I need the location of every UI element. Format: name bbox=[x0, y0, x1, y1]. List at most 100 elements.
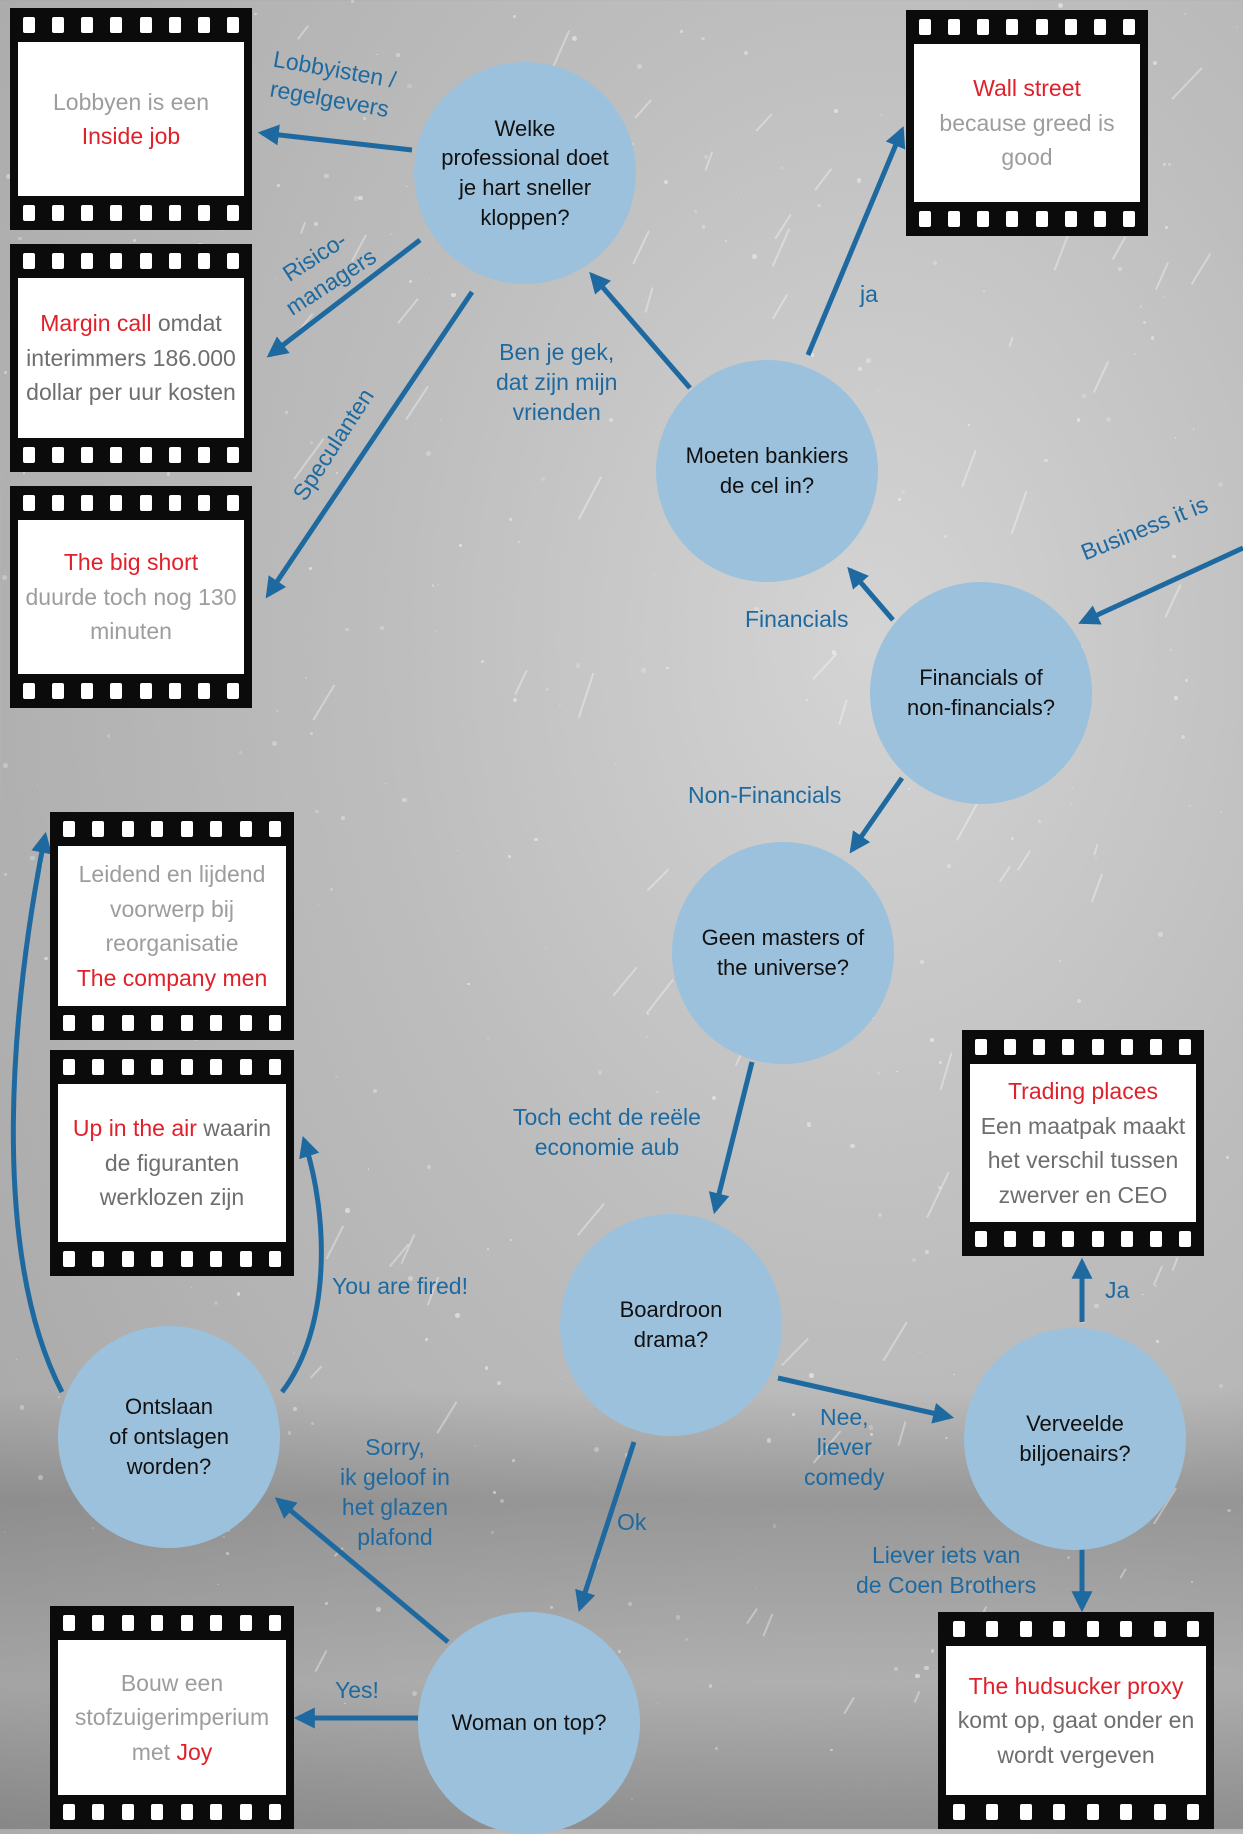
speckle bbox=[236, 1292, 241, 1296]
speckle bbox=[911, 1258, 916, 1263]
perforation-hole bbox=[1053, 1621, 1066, 1637]
speckle bbox=[1058, 3, 1063, 9]
perforation-hole bbox=[1153, 1621, 1166, 1637]
speckle bbox=[945, 1436, 948, 1440]
perforation-hole bbox=[227, 205, 240, 221]
speckle bbox=[345, 1208, 350, 1213]
perforation-hole bbox=[1091, 1231, 1104, 1247]
edge-label-ja-cap: Ja bbox=[1105, 1277, 1130, 1303]
perforation-hole bbox=[139, 683, 152, 699]
speckle bbox=[1142, 320, 1147, 325]
speckle bbox=[1158, 931, 1164, 937]
perforation-hole bbox=[198, 683, 211, 699]
film-perforation bbox=[962, 1030, 1204, 1064]
perforation-hole bbox=[22, 17, 35, 33]
perforation-hole bbox=[121, 821, 134, 837]
arrow-risico bbox=[266, 238, 422, 358]
speckle bbox=[1189, 804, 1192, 807]
speckle bbox=[324, 173, 329, 179]
perforation-hole bbox=[1062, 1231, 1075, 1247]
perforation-hole bbox=[139, 205, 152, 221]
perforation-hole bbox=[1064, 19, 1077, 35]
perforation-hole bbox=[1086, 1804, 1099, 1820]
speckle bbox=[925, 1249, 930, 1254]
speckle bbox=[1067, 1556, 1071, 1560]
speckle bbox=[930, 1649, 935, 1653]
film-perforation bbox=[10, 8, 252, 42]
edge-label-nee: Nee, liever comedy bbox=[804, 1404, 885, 1490]
speckle bbox=[287, 1431, 292, 1435]
speckle bbox=[806, 698, 809, 701]
perforation-hole bbox=[92, 1251, 105, 1267]
speckle bbox=[1164, 225, 1168, 229]
speckle bbox=[1218, 1383, 1224, 1389]
speckle bbox=[344, 1702, 346, 1705]
speckle bbox=[622, 1123, 627, 1128]
speckle bbox=[831, 650, 837, 655]
speckle bbox=[310, 441, 313, 444]
perforation-hole bbox=[918, 211, 931, 227]
speckle bbox=[866, 358, 872, 364]
speckle bbox=[1184, 12, 1187, 15]
perforation-hole bbox=[51, 253, 64, 269]
film-perforation bbox=[906, 202, 1148, 236]
speckle bbox=[466, 982, 470, 986]
speckle bbox=[389, 1284, 391, 1286]
perforation-hole bbox=[1153, 1804, 1166, 1820]
perforation-hole bbox=[92, 1804, 105, 1820]
node-woman-on-top: Woman on top? bbox=[418, 1612, 640, 1834]
perforation-hole bbox=[239, 1015, 252, 1031]
perforation-hole bbox=[1064, 211, 1077, 227]
speckle bbox=[982, 289, 985, 292]
speckle bbox=[15, 1358, 18, 1361]
speckle bbox=[1185, 679, 1188, 682]
speckle bbox=[712, 1095, 716, 1100]
node-moeten-bankiers: Moeten bankiers de cel in? bbox=[656, 360, 878, 582]
speckle bbox=[313, 221, 318, 226]
perforation-hole bbox=[1033, 1231, 1046, 1247]
perforation-hole bbox=[239, 1615, 252, 1631]
speckle bbox=[274, 278, 276, 280]
speckle bbox=[653, 573, 656, 575]
edge-label-ok: Ok bbox=[617, 1509, 647, 1535]
speckle bbox=[1227, 1508, 1231, 1513]
speckle bbox=[1029, 561, 1031, 563]
speckle bbox=[406, 83, 412, 89]
speckle bbox=[834, 108, 839, 113]
film-perforation bbox=[50, 812, 294, 846]
speckle bbox=[549, 1606, 553, 1610]
arrow-company-men bbox=[10, 831, 65, 1394]
speckle bbox=[646, 1036, 649, 1039]
speckle bbox=[540, 476, 545, 481]
perforation-hole bbox=[1120, 1231, 1133, 1247]
perforation-hole bbox=[22, 205, 35, 221]
arrow-sorry bbox=[274, 1497, 450, 1644]
speckle bbox=[534, 838, 538, 842]
speckle bbox=[571, 35, 577, 41]
edge-label-toch-echt: Toch echt de reële economie aub bbox=[513, 1104, 701, 1160]
perforation-hole bbox=[239, 1059, 252, 1075]
speckle bbox=[22, 471, 26, 475]
film-perforation bbox=[10, 196, 252, 230]
speckle bbox=[752, 254, 757, 259]
speckle bbox=[772, 1524, 777, 1528]
speckle bbox=[810, 353, 815, 357]
film-perforation bbox=[906, 10, 1148, 44]
speckle bbox=[641, 667, 647, 673]
speckle bbox=[880, 114, 883, 117]
perforation-hole bbox=[151, 1804, 164, 1820]
speckle bbox=[1153, 61, 1158, 66]
speckle bbox=[614, 763, 616, 765]
speckle bbox=[341, 816, 345, 820]
perforation-hole bbox=[210, 821, 223, 837]
speckle bbox=[754, 607, 760, 613]
perforation-hole bbox=[81, 205, 94, 221]
speckle bbox=[1225, 1155, 1229, 1160]
perforation-hole bbox=[168, 447, 181, 463]
speckle bbox=[1106, 416, 1111, 422]
speckle bbox=[507, 855, 511, 858]
perforation-hole bbox=[1006, 19, 1019, 35]
speckle bbox=[106, 734, 111, 738]
speckle bbox=[428, 278, 431, 280]
